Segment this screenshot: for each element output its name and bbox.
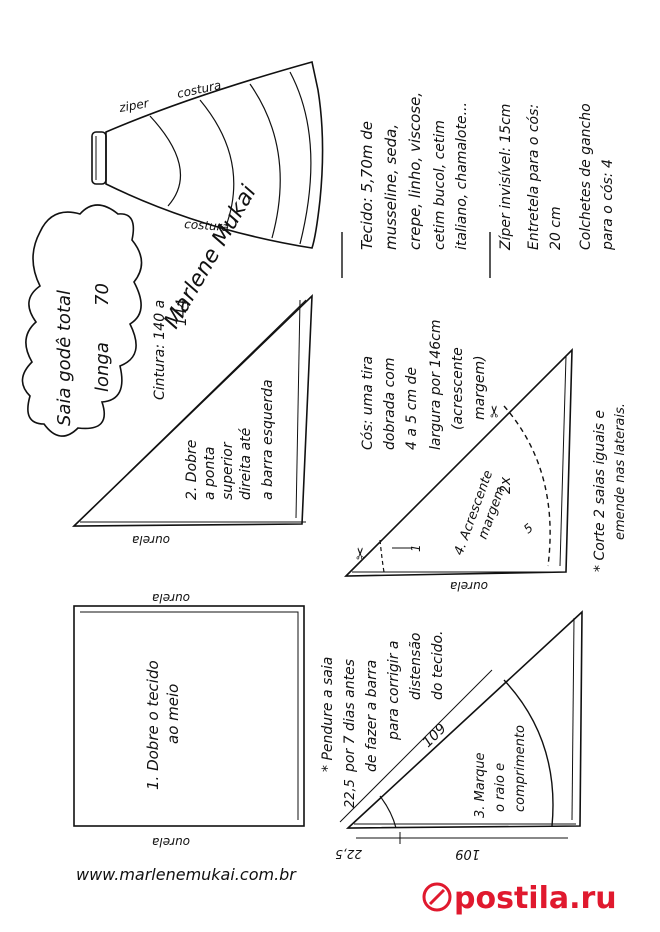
- title-size: 70: [92, 283, 113, 306]
- step3-line3: comprimento: [513, 725, 528, 812]
- materials-line3: crepe, linho, viscose,: [406, 92, 424, 250]
- step1-ourela-bottom: ourela: [152, 835, 190, 849]
- step3-length-hyp: 109: [420, 721, 450, 751]
- step4-ourela: ourela: [450, 579, 488, 593]
- cos-line2: dobrada com: [382, 358, 398, 451]
- step4-one: 1: [409, 544, 423, 552]
- cos-line5: (acrescente: [450, 347, 466, 430]
- step2-triangle: [72, 294, 313, 527]
- skirt-costura-bottom-label: costura: [184, 217, 230, 234]
- step3-line1: 3. Marque: [473, 752, 488, 818]
- brand-text: postila.ru: [454, 881, 617, 916]
- title-line1: Saia godê total: [54, 290, 75, 426]
- step2-line3: superior: [220, 441, 236, 500]
- step3-length-base: 109: [455, 846, 480, 861]
- materials-line1: Tecido: 5,70m de: [358, 121, 376, 250]
- waist-label2: 144: [174, 299, 190, 326]
- materials-line9: Colchetes de gancho: [578, 103, 594, 250]
- title-line2: longa: [92, 342, 113, 392]
- brand-icon: [422, 882, 452, 912]
- pendure-line3: de fazer a barra: [364, 660, 380, 772]
- step3-line2: o raio e: [493, 763, 508, 812]
- skirt-ziper-label: ziper: [117, 96, 151, 115]
- materials-line5: italiano, chamalote...: [454, 102, 470, 250]
- corte-line2: emende nas laterais.: [613, 403, 628, 540]
- materials-line8: 20 cm: [548, 206, 564, 250]
- skirt-illustration: [91, 61, 324, 249]
- cos-line4: largura por 146cm: [428, 320, 444, 450]
- brand-watermark: postila.ru: [422, 881, 617, 916]
- materials-block: Tecido: 5,70m de musseline, seda, crepe,…: [341, 92, 616, 278]
- step3-radius-side: 22,5: [335, 847, 362, 861]
- step4-twox: 2x: [498, 476, 514, 494]
- materials-line4: cetim bucol, cetim: [432, 120, 448, 250]
- cos-line1: Cós: uma tira: [360, 356, 376, 450]
- pendure-line2: por 7 dias antes: [342, 659, 358, 773]
- step2-line5: a barra esquerda: [260, 379, 276, 500]
- step1-rectangle: [73, 605, 305, 827]
- corte-line1: * Corte 2 saias iguais e: [592, 410, 608, 572]
- step2-ourela: ourela: [132, 533, 170, 547]
- website-url: www.marlenemukai.com.br: [76, 865, 297, 884]
- step4-scissors-bottom-icon: ✂: [351, 547, 370, 560]
- materials-line6: Zíper invisível: 15cm: [498, 104, 514, 251]
- materials-line10: para o cós: 4: [600, 159, 616, 251]
- step1-line2: ao meio: [164, 684, 182, 744]
- step2-line2: a ponta: [202, 447, 218, 500]
- waist-label: Cintura: 140 a: [152, 300, 168, 400]
- step4-scissors-top-icon: ✂: [485, 405, 504, 418]
- step1-line1: 1. Dobre o tecido: [144, 660, 162, 790]
- title-cloud: [21, 204, 143, 437]
- step2-line4: direita até: [238, 427, 254, 500]
- pendure-line1: * Pendure a saia: [320, 657, 336, 772]
- materials-line2: musseline, seda,: [382, 124, 400, 250]
- step4-triangle: [344, 348, 573, 577]
- step2-line1: 2. Dobre: [184, 440, 200, 500]
- cos-line6: margem): [472, 355, 488, 420]
- pendure-line6: do tecido.: [430, 631, 446, 701]
- pendure-line4: para corrigir a: [386, 641, 402, 741]
- pendure-line5: distensão: [408, 633, 424, 700]
- step3-radius: 22,5: [343, 779, 358, 808]
- step4-margin5: 5: [521, 521, 536, 537]
- step3-triangle: [339, 610, 583, 844]
- materials-line7: Entretela para o cós:: [526, 104, 542, 250]
- step1-ourela-top: ourela: [152, 591, 190, 605]
- cos-line3: 4 a 5 cm de: [404, 367, 420, 450]
